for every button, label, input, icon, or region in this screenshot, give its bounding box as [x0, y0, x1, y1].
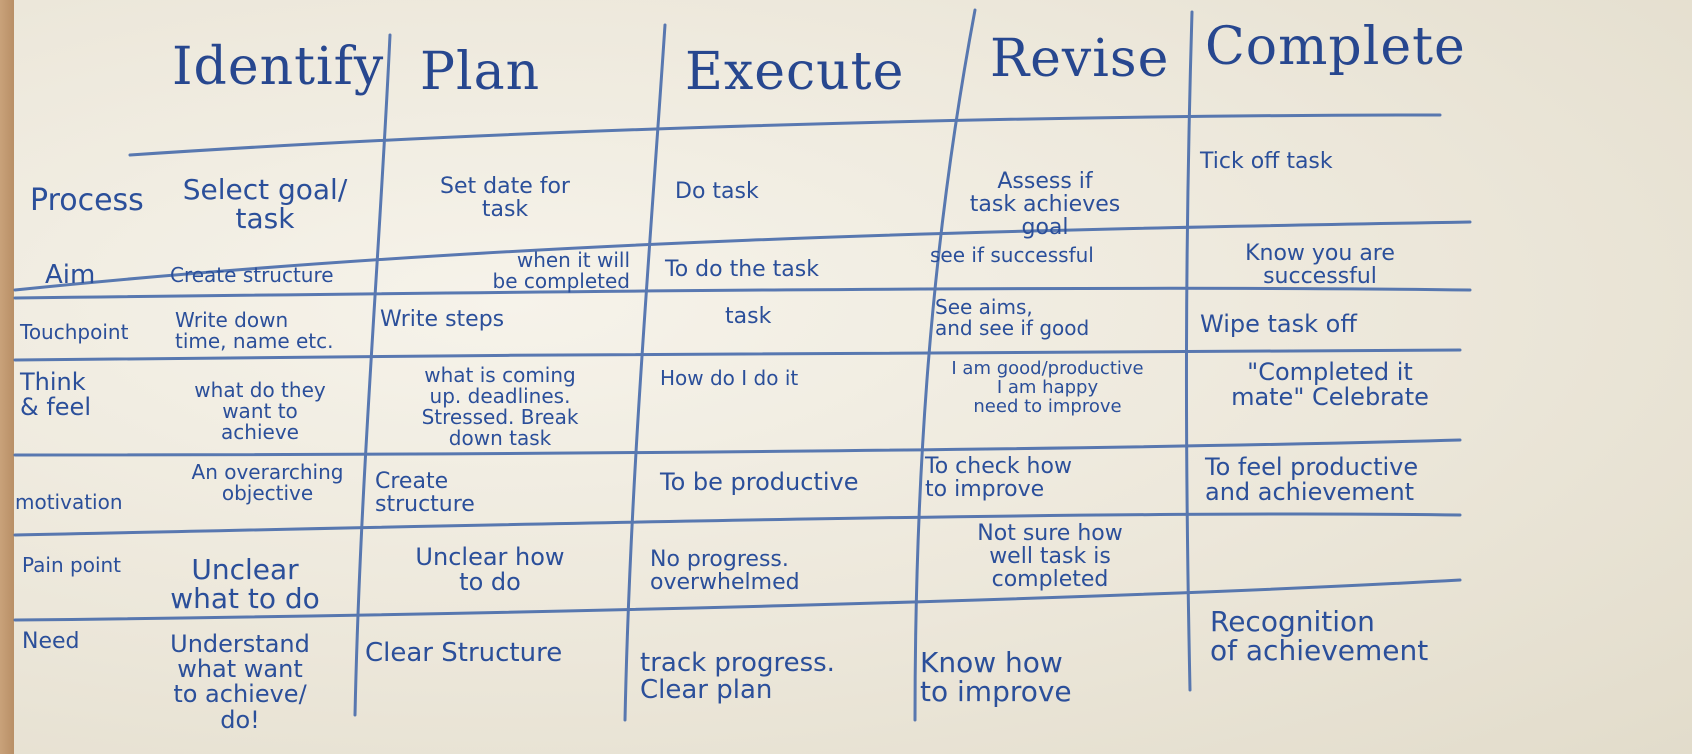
cell: See aims, and see if good [935, 295, 1090, 340]
cell: Assess if task achieves goal [969, 169, 1121, 241]
cell: task [725, 304, 772, 329]
row-divider [13, 286, 1472, 300]
cell: what is coming up. deadlines. Stressed. … [421, 363, 579, 450]
cell: To feel productive and achievement [1205, 453, 1419, 507]
cell: Know how to improve [920, 646, 1072, 709]
cell: see if successful [930, 243, 1094, 267]
cell: Do task [675, 179, 759, 204]
header-revise: Revise [990, 29, 1170, 89]
row-label-motivation: motivation [15, 490, 123, 514]
column-divider [623, 23, 667, 722]
row-divider [128, 113, 1442, 157]
cell: what do they want to achieve [194, 378, 326, 444]
cell: Select goal/ task [182, 173, 348, 236]
cell: Understand what want to achieve/ do! [170, 630, 310, 734]
cell: To be productive [660, 468, 859, 496]
row-divider [13, 220, 1472, 292]
cell: Not sure how well task is completed [977, 521, 1123, 593]
cell: Tick off task [1200, 149, 1333, 174]
cell: Set date for task [440, 174, 570, 223]
cell: I am good/productive I am happy need to … [951, 358, 1144, 417]
cell: Create structure [170, 263, 334, 287]
cell: To check how to improve [925, 454, 1072, 503]
header-complete: Complete [1205, 17, 1466, 77]
cell: To do the task [665, 257, 819, 282]
column-divider [913, 8, 977, 722]
row-label-touchpoint: Touchpoint [20, 320, 129, 344]
cell: Write steps [380, 307, 505, 332]
header-plan: Plan [420, 42, 541, 102]
cell: Clear Structure [365, 638, 563, 668]
cell: Recognition of achievement [1210, 605, 1429, 668]
row-divider [13, 438, 1462, 457]
cell: Wipe task off [1200, 310, 1357, 338]
row-divider [13, 578, 1462, 622]
row-label-aim: Aim [45, 260, 96, 290]
row-divider [13, 348, 1462, 362]
row-label-think-feel: Think & feel [20, 368, 91, 422]
cell: Know you are successful [1245, 241, 1395, 290]
cell: Write down time, name etc. [175, 308, 334, 353]
cell: Unclear what to do [170, 553, 320, 616]
row-divider [13, 512, 1462, 537]
whiteboard-frame [0, 0, 14, 754]
cell: Unclear how to do [415, 543, 565, 597]
row-label-process: Process [30, 183, 144, 218]
row-label-pain-point: Pain point [22, 553, 122, 577]
header-execute: Execute [685, 42, 905, 102]
cell: Create structure [375, 469, 475, 518]
cell: No progress. overwhelmed [650, 547, 800, 596]
header-identify: Identify [172, 37, 385, 97]
cell: when it will be completed [492, 248, 630, 293]
cell: track progress. Clear plan [640, 648, 835, 706]
cell: "Completed it mate" Celebrate [1231, 358, 1429, 412]
cell: An overarching objective [191, 460, 344, 505]
cell: How do I do it [660, 366, 799, 390]
row-label-need: Need [22, 629, 80, 654]
